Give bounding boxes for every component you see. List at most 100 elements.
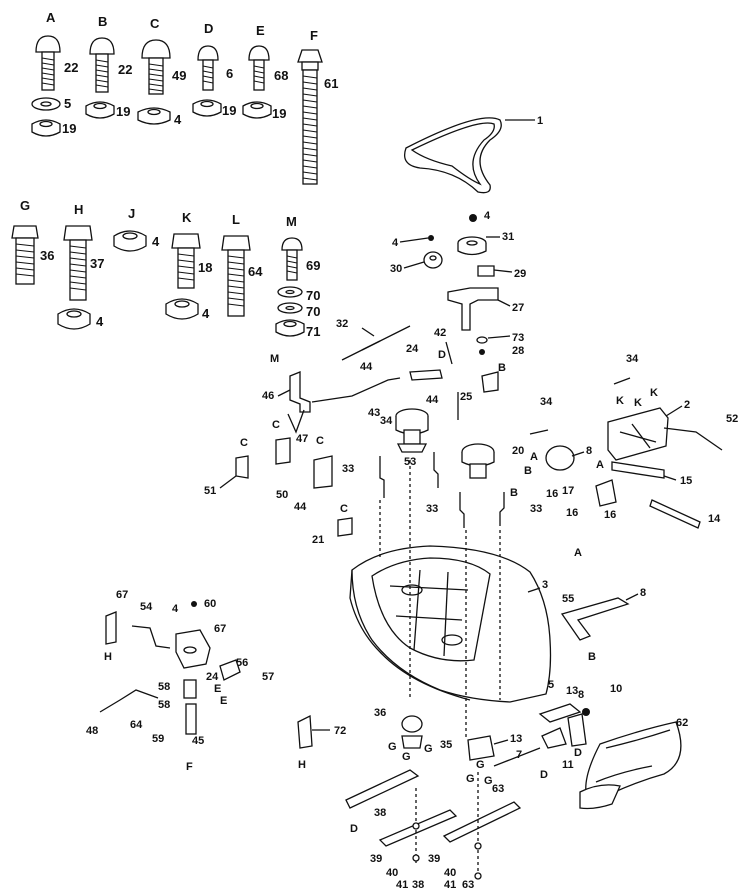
part-28: 28 (512, 345, 524, 357)
hw-num-c-bolt: 49 (172, 68, 186, 83)
part-21: 8 (586, 445, 592, 457)
hw-num-k-bolt: 18 (198, 260, 212, 275)
letter-h-64: H (298, 759, 306, 771)
part-46: 46 (262, 390, 274, 402)
part-50: 44 (294, 501, 307, 513)
hw-num-b-nut: 19 (116, 104, 130, 119)
part-38a: 39 (370, 853, 382, 865)
part-38b: 39 (428, 853, 440, 865)
part-33d: 33 (530, 503, 542, 515)
hw-num-e-nut: 19 (272, 106, 286, 121)
hw-num-m-nut: 71 (306, 324, 320, 339)
part-53: 51 (204, 485, 216, 497)
part-33a: 33 (342, 463, 354, 475)
hw-letter-h: H (74, 202, 83, 217)
part-44b: 44 (426, 394, 439, 406)
part-58: 59 (152, 733, 164, 745)
letter-d-7: D (574, 747, 582, 759)
part-57b: 58 (158, 699, 170, 711)
part-39b: 40 (444, 867, 456, 879)
hw-num-m-washer-1: 70 (306, 288, 320, 303)
part-64: 72 (334, 725, 346, 737)
letter-g-72b: G (424, 743, 433, 755)
hw-num-c-nut: 4 (174, 112, 182, 127)
letter-k-14b: K (634, 397, 642, 409)
hw-letter-d: D (204, 21, 213, 36)
letter-b-21: B (524, 465, 532, 477)
part-31: 31 (502, 231, 514, 243)
hw-letter-k: K (182, 210, 192, 225)
letter-d-62: D (350, 823, 358, 835)
part-55: 54 (140, 601, 153, 613)
letter-k-14a: K (616, 395, 624, 407)
part-8d: 55 (562, 593, 574, 605)
part-15: 52 (726, 413, 738, 425)
hw-num-a-bolt: 22 (64, 60, 78, 75)
part-20: 17 (562, 485, 574, 497)
part-60: 67 (214, 623, 226, 635)
part-56: 57 (262, 671, 274, 683)
hw-num-a-nut: 19 (62, 121, 76, 136)
hw-letter-g: G (20, 198, 30, 213)
letter-a-20: A (596, 459, 604, 471)
letter-c-53a: C (240, 437, 248, 449)
part-63: 63 (492, 783, 504, 795)
part-72: 36 (374, 707, 386, 719)
part-4c: 60 (204, 598, 216, 610)
part-47: 47 (296, 433, 308, 445)
letter-b-3: B (588, 651, 596, 663)
hw-num-b-bolt: 22 (118, 62, 132, 77)
part-67a: 4 (172, 603, 179, 615)
part-44a: 44 (360, 361, 373, 373)
part-67b: 56 (236, 657, 248, 669)
hardware-row-1: A 22 5 19 B 22 19 C 49 4 D 6 19 E (31, 10, 338, 185)
hw-num-e-bolt: 68 (274, 68, 288, 83)
part-8a: 16 (546, 488, 558, 500)
part-73: 73 (512, 332, 524, 344)
hw-num-g-bolt: 36 (40, 248, 54, 263)
part-44d: 34 (626, 353, 639, 365)
part-7: 11 (562, 759, 574, 771)
letter-e-68b: E (220, 695, 227, 707)
part-1: 1 (537, 115, 543, 127)
letter-c-50: C (316, 435, 324, 447)
part-17: 14 (708, 513, 721, 525)
hw-num-m-bolt: 69 (306, 258, 320, 273)
hw-num-h-bolt: 37 (90, 256, 104, 271)
part-35: 13 (510, 733, 522, 745)
hw-letter-b: B (98, 14, 107, 29)
part-30: 30 (390, 263, 402, 275)
part-45: 48 (86, 725, 98, 737)
letter-k-14c: K (650, 387, 658, 399)
letter-a-21: A (530, 451, 538, 463)
part-8c: 16 (604, 509, 616, 521)
letter-c-51: C (272, 419, 280, 431)
hw-letter-m: M (286, 214, 297, 229)
part-8b: 16 (566, 507, 578, 519)
letter-e-68: E (214, 683, 221, 695)
part-3: 8 (640, 587, 646, 599)
part-29: 29 (514, 268, 526, 280)
hw-num-j-nut: 4 (152, 234, 160, 249)
part-54: 67 (116, 589, 128, 601)
letter-g-35c: G (476, 759, 485, 771)
letter-d-10: D (540, 769, 548, 781)
part-34a: 34 (380, 415, 393, 427)
part-13a: 5 (548, 679, 554, 691)
part-25: 25 (460, 391, 472, 403)
letter-g-35b: G (484, 775, 493, 787)
part-62: 38 (374, 807, 386, 819)
letter-d-24: D (438, 349, 446, 361)
letter-c-52: C (340, 503, 348, 515)
letter-g-72a: G (388, 741, 397, 753)
part-40a: 41 (396, 879, 408, 891)
part-68: 24 (206, 671, 219, 683)
part-27: 27 (512, 302, 524, 314)
part-4b: 4 (392, 237, 399, 249)
part-4a: 4 (484, 210, 491, 222)
part-24: 24 (406, 343, 419, 355)
part-59: 45 (192, 735, 204, 747)
part-2: 3 (542, 579, 548, 591)
